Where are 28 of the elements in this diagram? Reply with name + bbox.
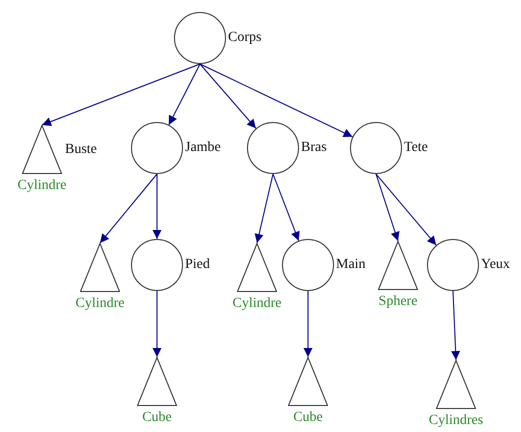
node-label: Yeux	[481, 257, 510, 273]
node-label: Buste	[65, 142, 97, 158]
arrow	[152, 174, 162, 240]
arrow	[254, 174, 274, 244]
node-label: Main	[336, 257, 366, 273]
primitive-label: Cylindres	[428, 413, 484, 429]
arrow	[42, 64, 200, 126]
node-label: Tete	[404, 140, 428, 156]
arrow	[376, 174, 437, 246]
arrow	[200, 64, 256, 129]
arrow	[200, 64, 354, 138]
primitive-label: Cube	[293, 410, 323, 426]
arrow	[304, 290, 312, 358]
node-label: Bras	[301, 140, 327, 156]
node-label: Pied	[185, 257, 210, 273]
arrow	[451, 290, 460, 360]
primitive-label: Cylindre	[232, 296, 282, 312]
primitive-label: Cylindre	[18, 178, 66, 194]
node-label: Jambe	[185, 140, 221, 156]
arrow	[152, 290, 162, 358]
primitive-label: Cylindre	[76, 296, 124, 312]
primitive-label: Sphere	[378, 294, 418, 310]
arrow	[168, 64, 200, 126]
node-label: Corps	[228, 30, 262, 46]
arrow	[100, 174, 158, 244]
arrow	[376, 174, 400, 242]
arrow	[272, 174, 300, 242]
primitive-label: Cube	[142, 410, 172, 426]
